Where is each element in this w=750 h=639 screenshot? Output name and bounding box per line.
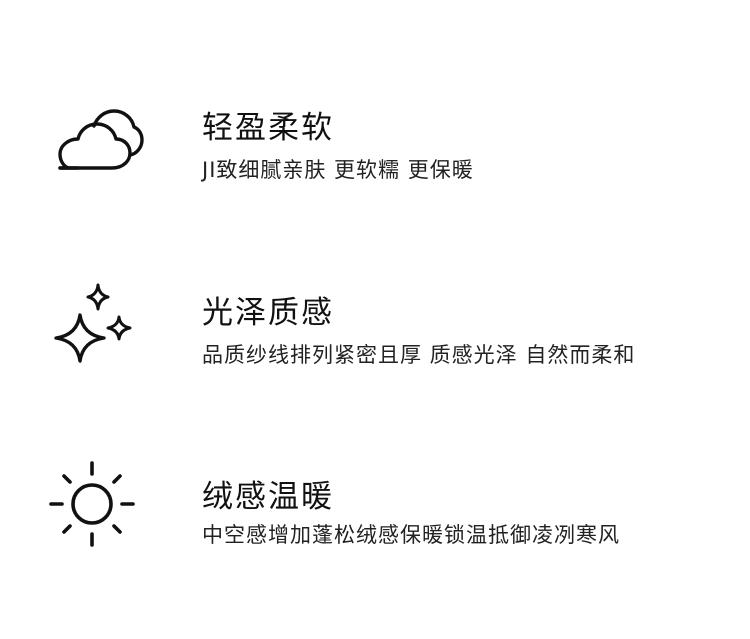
- feature-title: 轻盈柔软: [202, 110, 334, 146]
- feature-light-soft: 轻盈柔软 JI致细腻亲肤 更软糯 更保暖: [0, 90, 750, 210]
- feature-velvet-warm: 绒感温暖 中空感增加蓬松绒感保暖锁温抵御凌冽寒风: [0, 460, 750, 580]
- cloud-icon: [48, 96, 144, 192]
- feature-description: JI致细腻亲肤 更软糯 更保暖: [202, 158, 474, 182]
- feature-gloss-texture: 光泽质感 品质纱线排列紧密且厚 质感光泽 自然而柔和: [0, 275, 750, 395]
- sparkle-icon: [48, 277, 144, 373]
- feature-title: 绒感温暖: [202, 479, 334, 515]
- feature-description: 品质纱线排列紧密且厚 质感光泽 自然而柔和: [202, 343, 636, 367]
- feature-description: 中空感增加蓬松绒感保暖锁温抵御凌冽寒风: [202, 523, 620, 547]
- sun-icon: [48, 454, 144, 550]
- feature-title: 光泽质感: [202, 295, 334, 331]
